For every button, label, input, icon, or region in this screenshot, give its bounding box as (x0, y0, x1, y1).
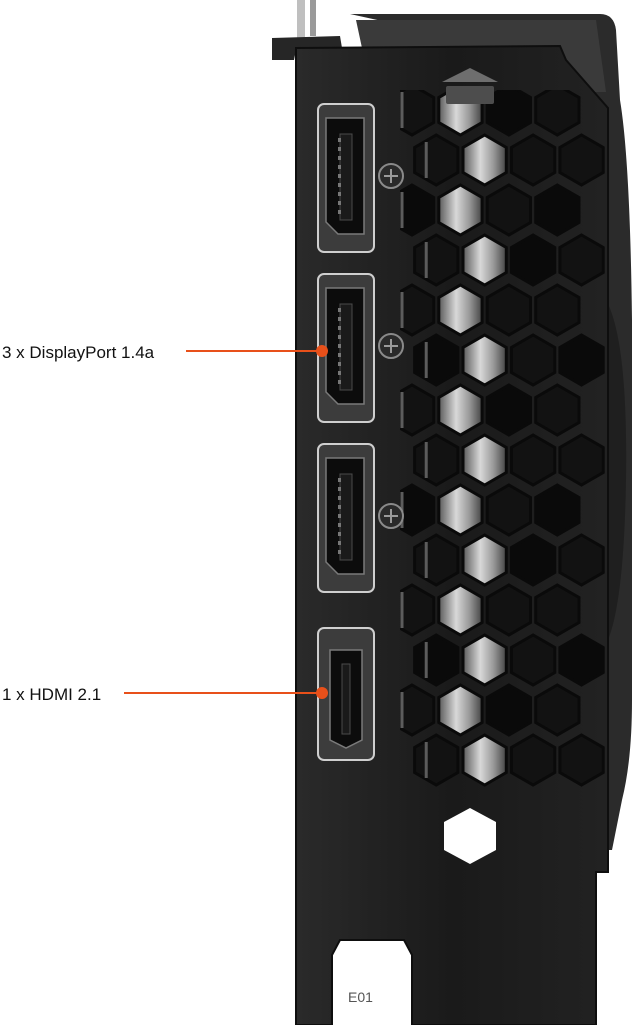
vent-hole (400, 90, 436, 137)
hdmi-callout-line (124, 687, 328, 699)
vent-hole (437, 383, 484, 437)
vent-hole (485, 283, 532, 337)
displayport-callout-line (186, 345, 328, 357)
vent-hole (534, 183, 581, 237)
vent-hole (437, 483, 484, 537)
bracket-screw-icon (378, 333, 404, 359)
hdmi-callout-label: 1 x HDMI 2.1 (2, 685, 102, 704)
vent-hole (461, 333, 508, 387)
vent-hole (461, 733, 508, 787)
vent-hole (509, 633, 557, 687)
vent-hole (413, 233, 460, 287)
vent-hole (400, 283, 436, 337)
vent-hole (509, 533, 557, 587)
vent-hole (461, 633, 508, 687)
vent-hole (534, 383, 581, 437)
vent-hole (437, 583, 484, 637)
vent-hole (461, 133, 508, 187)
vent-hole (558, 733, 605, 787)
displayport-connector (317, 273, 375, 423)
vent-hole (437, 683, 484, 737)
vent-holes (400, 90, 605, 787)
vent-hole (413, 333, 460, 387)
vent-hole (461, 533, 508, 587)
vent-hole (534, 583, 581, 637)
vent-hole (437, 183, 484, 237)
bracket-stamp: E01 (348, 989, 373, 1005)
vent-hole (558, 533, 605, 587)
displayport-connector (317, 443, 375, 593)
vent-hole (485, 183, 532, 237)
vent-hole (413, 533, 460, 587)
bottom-hex-hole (444, 808, 496, 864)
vent-hole (509, 333, 557, 387)
bracket-notch (442, 68, 498, 82)
vent-hole (485, 683, 532, 737)
top-cable (297, 0, 316, 40)
displayport-callout-label: 3 x DisplayPort 1.4a (2, 343, 155, 362)
vent-hole (534, 283, 581, 337)
vent-hole (485, 483, 532, 537)
displayport-connector (317, 103, 375, 253)
vent-hole (437, 283, 484, 337)
vent-hole (413, 733, 460, 787)
vent-hole (509, 733, 557, 787)
vent-hole (509, 433, 557, 487)
vent-hole (534, 683, 581, 737)
hdmi-connector (317, 627, 375, 761)
vent-hole (413, 433, 460, 487)
vent-hole (509, 133, 557, 187)
vent-hole (558, 433, 605, 487)
vent-hole (558, 133, 605, 187)
vent-hole (558, 233, 605, 287)
vent-hole (413, 133, 460, 187)
vent-hole (558, 633, 605, 687)
vent-hole (400, 383, 436, 437)
vent-hole (400, 183, 436, 237)
vent-hole (485, 583, 532, 637)
vent-hole (485, 383, 532, 437)
vent-hole (413, 633, 460, 687)
vent-hole (461, 233, 508, 287)
vent-hole (534, 90, 581, 137)
vent-hole (400, 683, 436, 737)
bracket-screw-icon (378, 503, 404, 529)
vent-hole (558, 333, 605, 387)
bracket-screw-icon (378, 163, 404, 189)
vent-hole (461, 433, 508, 487)
vent-hole (509, 233, 557, 287)
vent-hole (400, 583, 436, 637)
vent-hole (534, 483, 581, 537)
